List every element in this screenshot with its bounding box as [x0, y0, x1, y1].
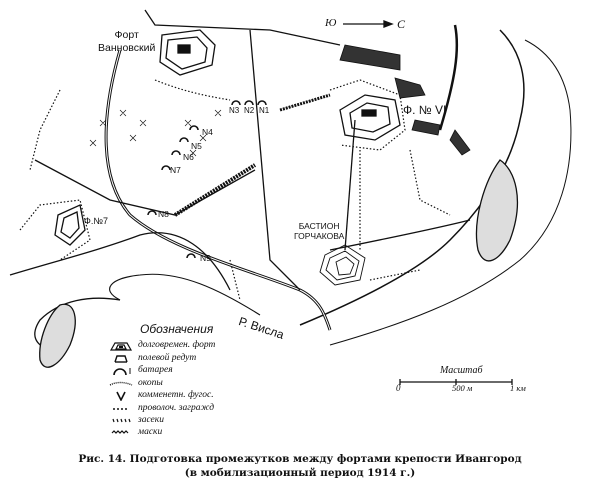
figure-caption: Рис. 14. Подготовка промежутков между фо… [0, 452, 600, 480]
battery-symbols [147, 100, 267, 259]
compass-arrow [343, 20, 394, 28]
legend-item-field-redoubt: полевой редут [108, 353, 258, 364]
caption-line-2: (в мобилизационный период 1914 г.) [184, 467, 416, 479]
abatis-area [89, 109, 222, 157]
scale-bar [399, 379, 513, 385]
scale-tick-0: 0 [396, 383, 401, 393]
command-mine-icon [116, 391, 126, 401]
scale-title: Масштаб [440, 365, 483, 376]
trenches-icon [109, 381, 133, 386]
wire-obstacle-icon [113, 408, 129, 410]
legend-item-command-mine: комменетн. фугос. [108, 390, 258, 401]
legend-label: маски [138, 427, 163, 437]
road-west [34, 159, 256, 216]
long-term-fort-icon [109, 342, 133, 351]
label-bastion-line2: ГОРЧАКОВА [294, 230, 345, 241]
road-east [329, 219, 471, 251]
fort-7-symbol [54, 204, 86, 246]
compass-south-label: Ю [325, 17, 337, 29]
legend-label: окопы [138, 378, 163, 388]
legend-label: батарея [138, 365, 173, 375]
label-fort-7: Ф.№7 [84, 216, 109, 226]
legend-label: комменетн. фугос. [138, 390, 214, 400]
battery-label-n6: N6 [183, 152, 194, 162]
battery-label-n7: N7 [170, 165, 181, 175]
battery-icon [113, 368, 131, 376]
legend-item-long-term-fort: долговремен. форт [108, 340, 258, 351]
legend-item-abatis: засеки [108, 415, 258, 426]
legend-label: проволоч. загражд [138, 403, 215, 413]
label-bastion: БАСТИОН ГОРЧАКОВА [294, 222, 344, 240]
label-fort-6: Ф. № VI [403, 103, 447, 117]
legend-label: засеки [138, 415, 164, 425]
battery-label-n5: N5 [191, 141, 202, 151]
caption-line-1: Рис. 14. Подготовка промежутков между фо… [78, 453, 522, 465]
fortress-map [9, 9, 572, 385]
legend-label: полевой редут [138, 353, 197, 363]
road-fort6-river [438, 24, 459, 131]
label-bastion-line1: БАСТИОН [298, 221, 340, 231]
battery-label-n8: N8 [158, 209, 169, 219]
river-bank-west [109, 273, 261, 316]
battery-label-n1: N1 [259, 106, 270, 115]
masks-icon [111, 430, 129, 434]
bastion-gorchakova-symbol [319, 244, 366, 286]
battery-label-n9: N9 [200, 253, 211, 263]
road-north [144, 9, 341, 46]
abatis-icon [112, 418, 131, 423]
road-to-bastion [344, 119, 356, 251]
battery-label-n3: N3 [229, 106, 240, 115]
legend-item-battery: батарея [108, 365, 258, 376]
scale-tick-1km: 1 км [510, 383, 526, 393]
settlement [394, 77, 426, 99]
legend-item-wire-obstacle: проволоч. загражд [108, 403, 258, 414]
trench-line [173, 163, 257, 217]
river-island-west [39, 303, 76, 368]
vistula-river-bank-south [329, 39, 572, 346]
road-southwest [9, 232, 231, 291]
battery-label-n2: N2 [244, 106, 255, 115]
fort-6-symbol [339, 94, 401, 141]
battery-label-n4: N4 [202, 127, 213, 137]
settlement [411, 119, 441, 136]
river-island-east [475, 159, 518, 262]
legend-label: долговремен. форт [138, 340, 216, 350]
fort-vannovsky-symbol [159, 29, 216, 76]
legend-item-trenches: окопы [108, 378, 258, 389]
river-bank-southwest [34, 297, 121, 351]
label-fort-vannovsky-line1: Форт [114, 29, 139, 41]
label-fort-vannovsky-line2: Ванновский [98, 41, 156, 54]
settlement [449, 129, 471, 156]
scale-tick-500: 500 м [452, 383, 473, 393]
field-redoubt-icon [114, 355, 128, 363]
compass-north-label: С [397, 17, 406, 31]
road-diagonal [249, 29, 301, 291]
legend-item-masks: маски [108, 427, 258, 438]
settlement [339, 44, 401, 71]
legend-title: Обозначения [140, 322, 214, 336]
label-fort-vannovsky: Форт Ванновский [98, 30, 155, 53]
